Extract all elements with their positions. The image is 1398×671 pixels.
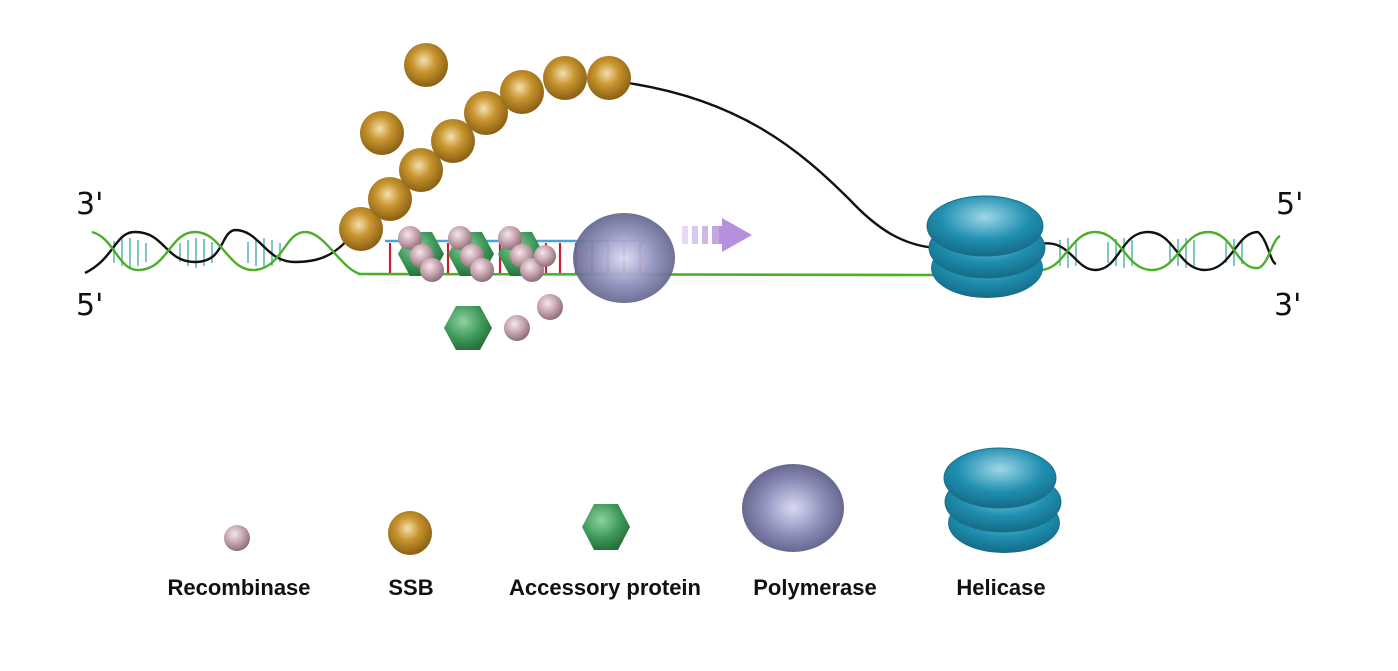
recombinase <box>498 226 522 250</box>
free-recombinase <box>504 315 530 341</box>
ssb-icon <box>388 511 432 555</box>
accessory-protein-icon <box>582 504 630 550</box>
legend-label: Helicase <box>956 575 1045 600</box>
ssb-protein <box>464 91 508 135</box>
bottom-left-end-label: 5' <box>76 288 103 323</box>
ssb-protein <box>368 177 412 221</box>
ssb-protein <box>431 119 475 163</box>
right-dna-helix <box>1039 230 1281 272</box>
right-black-strand <box>1039 230 1277 272</box>
ssb-protein <box>587 56 631 100</box>
synthesis-direction-arrow <box>682 218 752 252</box>
bottom-right-end-label: 3' <box>1274 288 1301 323</box>
legend-item-polymerase: Polymerase <box>742 464 877 600</box>
recombinase-filament <box>398 226 556 282</box>
left-black-strand <box>84 228 353 275</box>
legend-item-accessory-protein: Accessory protein <box>509 504 701 600</box>
right-green-strand <box>1039 230 1281 272</box>
legend-item-ssb: SSB <box>388 511 434 600</box>
left-green-strand <box>91 230 361 276</box>
polymerase-icon <box>742 464 844 552</box>
ssb-free <box>404 43 448 87</box>
ssb-free <box>360 111 404 155</box>
left-dna-helix <box>84 228 361 276</box>
left-base-pairs <box>113 238 281 268</box>
legend-label: Recombinase <box>167 575 310 600</box>
ssb-protein <box>399 148 443 192</box>
recombinase <box>470 258 494 282</box>
recombinase <box>420 258 444 282</box>
free-recombinase <box>537 294 563 320</box>
ssb-protein <box>543 56 587 100</box>
ssb-chain <box>339 43 631 251</box>
top-right-end-label: 5' <box>1276 187 1303 222</box>
legend-label: Polymerase <box>753 575 877 600</box>
recombinase <box>448 226 472 250</box>
helicase <box>926 195 1046 298</box>
free-accessory-protein <box>444 306 492 350</box>
helicase-icon <box>943 447 1062 553</box>
legend-item-recombinase: Recombinase <box>167 525 311 600</box>
recombinase <box>534 245 556 267</box>
recombinase <box>398 226 422 250</box>
displaced-strand <box>627 81 936 250</box>
legend-label: SSB <box>388 575 433 600</box>
polymerase <box>573 213 675 303</box>
recombinase-icon <box>224 525 250 551</box>
top-left-end-label: 3' <box>76 187 103 222</box>
right-base-pairs <box>1059 238 1243 268</box>
legend: Recombinase SSB Accessory protein Polyme… <box>167 447 1062 600</box>
ssb-protein <box>339 207 383 251</box>
legend-item-helicase: Helicase <box>943 447 1062 600</box>
legend-label: Accessory protein <box>509 575 701 600</box>
ssb-protein <box>500 70 544 114</box>
